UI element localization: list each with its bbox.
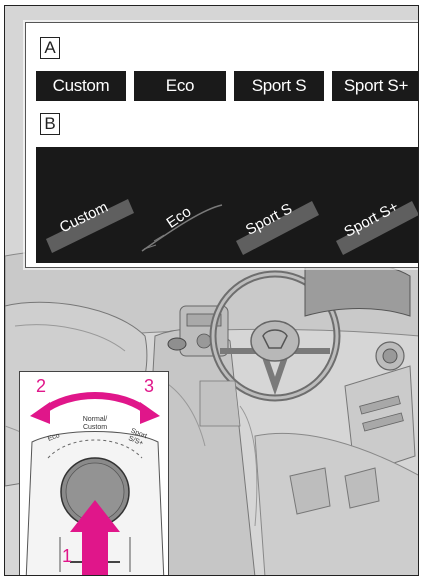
dial-label-normal-custom: Normal/ Custom <box>72 416 118 432</box>
meter-display-strip: Custom Eco Sport S Sport S+ <box>36 147 419 263</box>
step-number-3: 3 <box>144 376 154 397</box>
mode-indicator-custom: Custom <box>36 71 126 101</box>
drive-mode-switch-inset: 2 3 1 Normal/ Custom Eco Sport S/S+ <box>19 371 169 576</box>
label-b: B <box>40 113 60 135</box>
illustration-frame: A Custom Eco Sport S Sport S+ B Custom E… <box>4 5 419 576</box>
label-a: A <box>40 37 60 59</box>
step-number-2: 2 <box>36 376 46 397</box>
mode-indicator-sport-s: Sport S <box>234 71 324 101</box>
mode-indicator-eco: Eco <box>134 71 226 101</box>
drive-mode-switch-illustration <box>20 372 169 576</box>
mode-indicator-sport-s-plus: Sport S+ <box>332 71 419 101</box>
mode-display-callout: A Custom Eco Sport S Sport S+ B Custom E… <box>25 22 419 268</box>
mode-indicator-row: Custom Eco Sport S Sport S+ <box>36 71 419 103</box>
step-number-1: 1 <box>62 546 72 567</box>
